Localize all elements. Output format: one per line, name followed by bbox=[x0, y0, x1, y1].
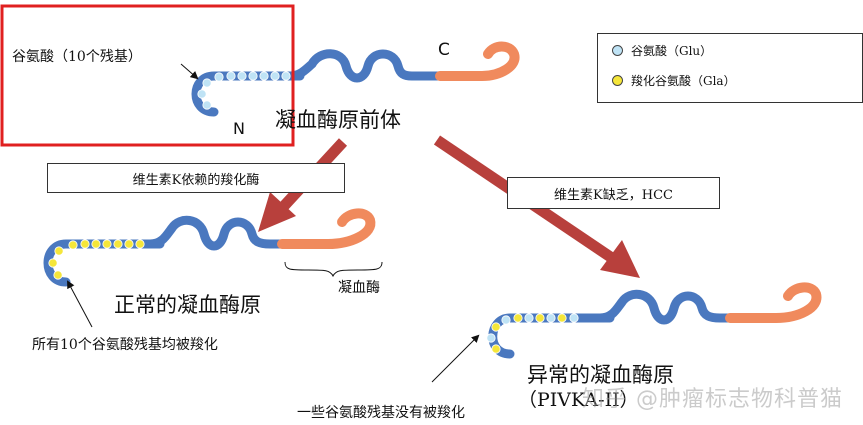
glu-residue bbox=[546, 313, 556, 323]
gla-residue bbox=[53, 270, 63, 280]
abnormal-n-hook bbox=[488, 313, 615, 359]
glu-residue bbox=[569, 313, 579, 323]
precursor-n-hook bbox=[191, 71, 305, 117]
abnormal-prothrombin-molecule bbox=[486, 282, 822, 359]
glu-residue bbox=[214, 72, 224, 82]
all-carboxylated-label: 所有10个谷氨酸残基均被羧化 bbox=[32, 337, 218, 353]
deficiency-box: 维生素K缺乏，HCC bbox=[507, 177, 720, 209]
glu-residue bbox=[202, 100, 212, 110]
gla-residue bbox=[535, 313, 545, 323]
precursor-molecule bbox=[191, 41, 520, 117]
gla-residue bbox=[48, 258, 58, 268]
normal-blue-chain bbox=[145, 215, 287, 251]
normal-n-hook bbox=[43, 239, 165, 287]
normal-pointer-arrow bbox=[67, 280, 93, 328]
glu-pointer-arrow bbox=[180, 63, 199, 80]
legend-gla-row: 羧化谷氨酸（Gla） bbox=[612, 72, 736, 89]
glu-residue bbox=[486, 333, 496, 343]
glu-residue bbox=[226, 71, 236, 81]
normal-gla-residues bbox=[48, 239, 145, 280]
glu-region-highlight bbox=[0, 4, 295, 147]
some-not-carboxylated-label: 一些谷氨酸残基没有被羧化 bbox=[297, 405, 465, 421]
glu-residue bbox=[202, 78, 212, 88]
abnormal-residues bbox=[486, 313, 579, 354]
glu-residue bbox=[248, 71, 258, 81]
abnormal-blue-chain bbox=[595, 289, 735, 325]
legend-glu-row: 谷氨酸（Glu） bbox=[612, 42, 712, 59]
gla-residue bbox=[124, 239, 134, 249]
glu-residue bbox=[524, 313, 534, 323]
glu-residues-label: 谷氨酸（10个残基） bbox=[12, 49, 142, 65]
glu-residue bbox=[281, 71, 291, 81]
precursor-glu-residues bbox=[197, 71, 291, 110]
carboxylase-box: 维生素K依赖的羧化酶 bbox=[47, 163, 345, 193]
precursor-blue-chain bbox=[285, 49, 445, 83]
watermark: 知乎 @肿瘤标志物科普猫 bbox=[582, 387, 843, 412]
gla-residue bbox=[513, 313, 523, 323]
abnormal-subtitle: （PIVKA-II） bbox=[518, 389, 639, 411]
glu-residue bbox=[270, 71, 280, 81]
normal-prothrombin-molecule bbox=[43, 208, 376, 287]
gla-residue bbox=[102, 239, 112, 249]
gla-residue bbox=[557, 313, 567, 323]
glu-residue bbox=[501, 315, 511, 325]
glu-residue bbox=[259, 71, 269, 81]
gla-residue bbox=[491, 344, 501, 354]
legend: 谷氨酸（Glu） 羧化谷氨酸（Gla） bbox=[597, 33, 863, 103]
c-terminal-label: C bbox=[438, 40, 450, 60]
normal-orange-thrombin bbox=[277, 208, 376, 249]
gla-residue bbox=[54, 246, 64, 256]
glu-swatch-icon bbox=[612, 45, 623, 56]
abnormal-orange-thrombin bbox=[725, 282, 822, 323]
gla-residue bbox=[91, 239, 101, 249]
normal-title: 正常的凝血酶原 bbox=[114, 293, 261, 317]
gla-swatch-icon bbox=[612, 75, 623, 86]
precursor-title: 凝血酶原前体 bbox=[275, 108, 401, 132]
thrombin-bracket bbox=[284, 261, 383, 278]
glu-residue bbox=[237, 71, 247, 81]
n-terminal-label: N bbox=[233, 119, 245, 138]
abnormal-pointer-arrow bbox=[431, 334, 480, 383]
gla-residue bbox=[135, 239, 145, 249]
legend-glu-label: 谷氨酸（Glu） bbox=[631, 44, 713, 58]
right-transition-arrow bbox=[433, 135, 640, 278]
gla-residue bbox=[80, 239, 90, 249]
glu-residue bbox=[197, 89, 207, 99]
gla-residue bbox=[113, 239, 123, 249]
thrombin-label: 凝血酶 bbox=[338, 280, 380, 296]
legend-gla-label: 羧化谷氨酸（Gla） bbox=[631, 74, 736, 88]
gla-residue bbox=[68, 240, 78, 250]
gla-residue bbox=[491, 322, 501, 332]
abnormal-title: 异常的凝血酶原 bbox=[527, 363, 674, 387]
precursor-orange-thrombin bbox=[435, 41, 520, 81]
